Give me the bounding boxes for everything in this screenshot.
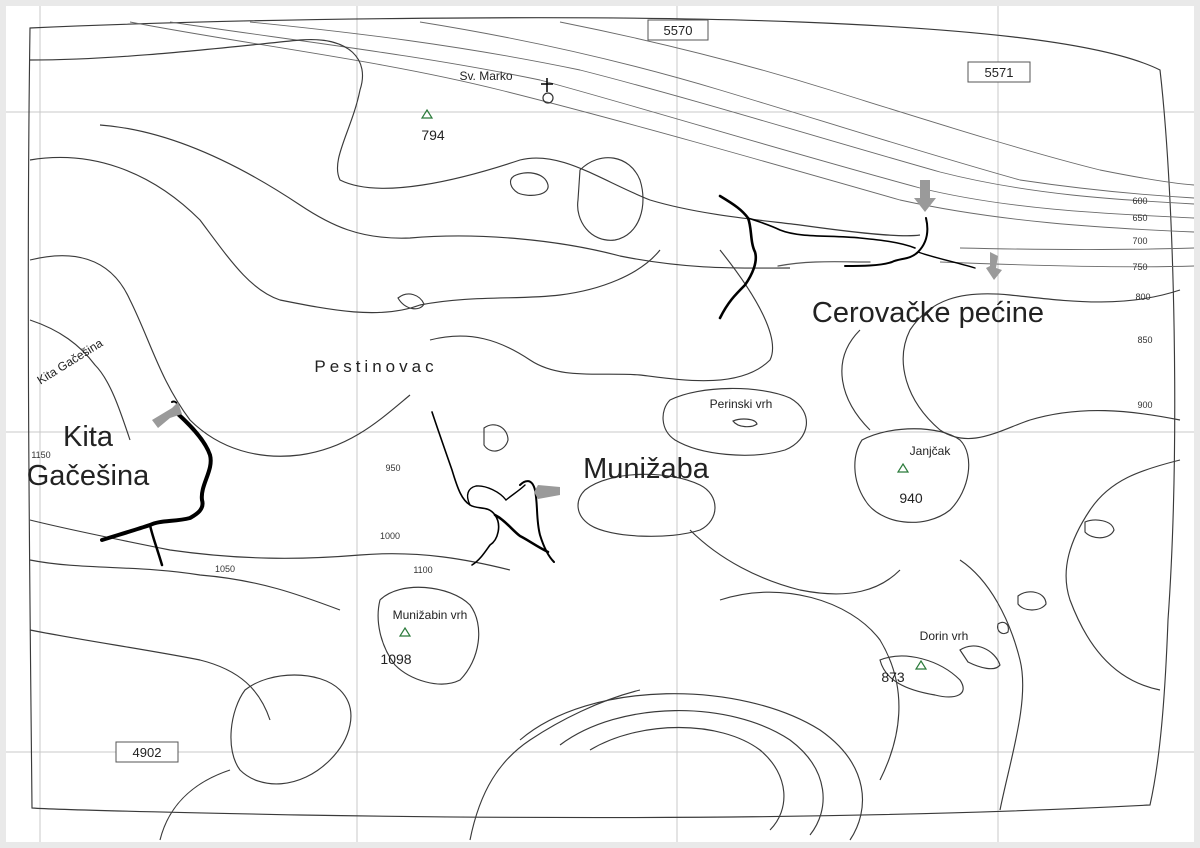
entrance-arrow-kita [152, 402, 182, 428]
contour-label-600: 600 [1132, 196, 1147, 206]
map-frame: 5570 5571 4902 Kita Gačešina Munižaba Ce… [6, 6, 1195, 842]
grid-label-5570: 5570 [647, 19, 709, 41]
place-label-pestinovac: Pestinovac [314, 357, 437, 376]
peak-triangle-794 [420, 108, 434, 119]
topographic-map: 5570 5571 4902 Kita Gačešina Munižaba Ce… [6, 6, 1195, 842]
contour-label-950: 950 [385, 463, 400, 473]
grid-label-4902: 4902 [115, 741, 179, 763]
cave-label-kita-line1: Kita [63, 421, 114, 453]
cave-label-kita-line2: Gačešina [27, 460, 150, 492]
peak-triangle-873 [914, 659, 928, 670]
peak-triangle-940 [896, 462, 910, 473]
place-label-janjcak: Janjčak [910, 444, 952, 458]
grid-label-5571: 5571 [967, 61, 1031, 83]
grid-label-4902-text: 4902 [133, 745, 162, 760]
cave-cerovacke-pecine [718, 194, 976, 320]
grid-label-5571-text: 5571 [985, 65, 1014, 80]
coordinate-grid [6, 6, 1194, 842]
contour-lines [29, 21, 1195, 841]
peak-triangle-1098 [398, 626, 412, 637]
contour-label-800: 800 [1135, 292, 1150, 302]
contour-label-650: 650 [1132, 213, 1147, 223]
place-label-kita-gacesina-rotated: Kita Gačešina [34, 336, 105, 388]
church-symbol [541, 78, 554, 104]
grid-label-5570-text: 5570 [664, 23, 693, 38]
cave-label-cerovacke-pecine: Cerovačke pećine [812, 297, 1044, 329]
place-label-munizabin-vrh: Munižabin vrh [393, 608, 468, 622]
peak-height-873: 873 [881, 669, 905, 685]
entrance-arrow-cerovacke-1 [914, 180, 936, 212]
contour-label-1150: 1150 [31, 450, 50, 460]
place-label-perinski-vrh: Perinski vrh [710, 397, 773, 411]
place-label-dorin-vrh: Dorin vrh [920, 629, 969, 643]
cave-label-munizaba: Munižaba [583, 453, 710, 485]
contour-label-1050: 1050 [215, 564, 235, 574]
place-label-sv-marko: Sv. Marko [459, 69, 512, 83]
peak-height-794: 794 [421, 127, 445, 143]
contour-label-900: 900 [1137, 400, 1152, 410]
entrance-arrow-cerovacke-2 [986, 252, 1002, 280]
cave-munizaba [431, 411, 555, 566]
peak-height-940: 940 [899, 490, 923, 506]
contour-label-1100: 1100 [413, 565, 432, 575]
peak-height-1098: 1098 [380, 651, 411, 667]
contour-label-700: 700 [1132, 236, 1147, 246]
contour-label-1000: 1000 [380, 531, 400, 541]
contour-label-850: 850 [1137, 335, 1152, 345]
entrance-arrow-munizaba [534, 485, 560, 499]
map-boundary [27, 17, 1176, 819]
contour-label-750: 750 [1132, 262, 1147, 272]
